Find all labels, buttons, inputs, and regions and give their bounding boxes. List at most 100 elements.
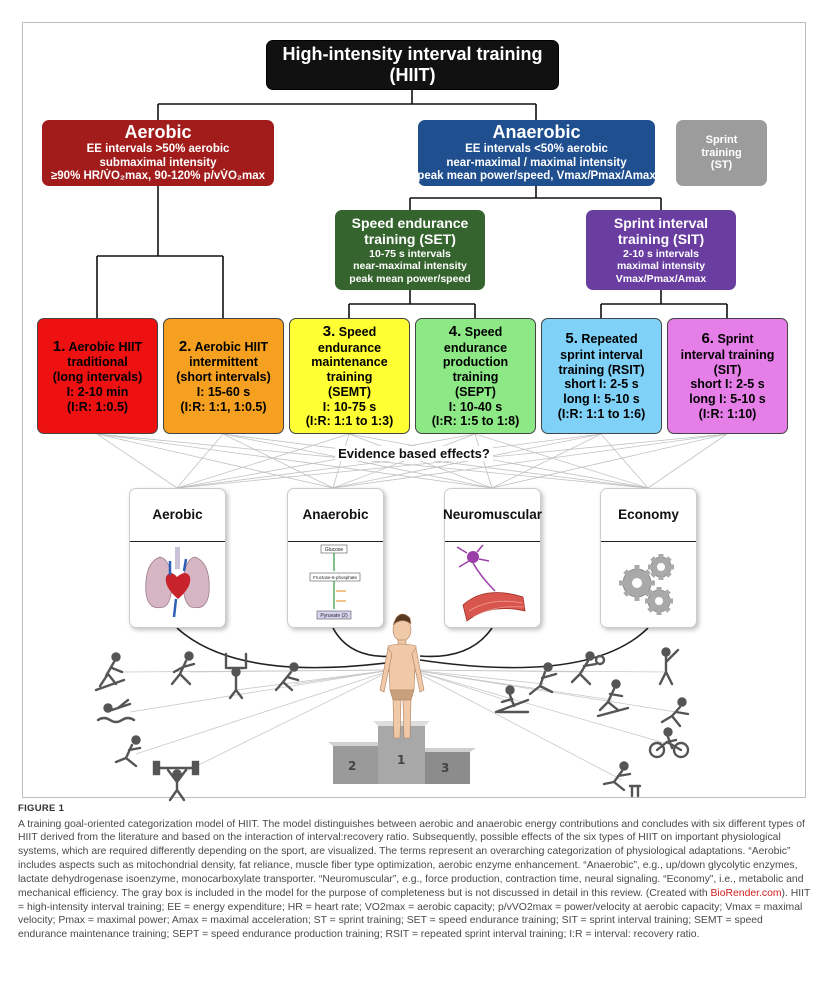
set-line2: training (SET) xyxy=(364,231,456,248)
type-line: endurance xyxy=(443,340,508,355)
podium: 2 1 3 xyxy=(328,721,476,784)
glycolysis-icon: Glucose Fructose-6-phosphate Pyruvate (2… xyxy=(309,544,361,620)
sport-lines xyxy=(121,669,677,781)
podium-second-label: 2 xyxy=(348,759,356,773)
type-line: training (RSIT) xyxy=(558,362,645,377)
type-number: 5. xyxy=(565,330,578,348)
sport-link-line xyxy=(411,669,669,745)
skater-icon xyxy=(274,662,300,692)
heart-lungs-icon xyxy=(145,547,210,618)
sprint-training-box: Sprint training (ST) xyxy=(676,120,767,186)
evidence-link-line xyxy=(176,433,602,489)
evidence-label: Evidence based effects? xyxy=(335,446,493,461)
type-line: (I:R: 1:5 to 1:8) xyxy=(431,414,520,429)
anaerobic-category-box: Anaerobic EE intervals <50% aerobic near… xyxy=(417,120,656,186)
aerobic-category-box: Aerobic EE intervals >50% aerobic submax… xyxy=(42,120,274,186)
evidence-link-line xyxy=(176,433,728,489)
type-number: 1. xyxy=(52,337,66,355)
evidence-link-line xyxy=(222,433,493,489)
type-line: short I: 2-5 s xyxy=(564,377,639,392)
aerobic-line3: ≥90% HR/V̇O₂max, 90-120% p/vV̇O₂max xyxy=(50,170,266,183)
effect-label: Aerobic xyxy=(130,489,225,542)
sit-line4: maximal intensity xyxy=(616,260,706,273)
type-line: Repeated xyxy=(581,332,638,347)
aerobic-line1: EE intervals >50% aerobic xyxy=(86,143,230,156)
effect-label-line1: Anaerobic xyxy=(302,507,369,523)
pyruvate-label: Pyruvate (2) xyxy=(320,613,348,619)
human-figure-icon xyxy=(379,613,425,739)
evidence-mesh xyxy=(96,433,728,489)
arc-economy xyxy=(419,627,649,669)
tennis-icon xyxy=(570,651,606,686)
cross-country-skier-icon xyxy=(596,679,630,718)
evidence-link-line xyxy=(96,433,178,489)
sit-line1: Sprint interval xyxy=(613,214,709,231)
caption-text-part2: ). HIIT = high-intensity interval traini… xyxy=(18,887,811,941)
arc-neuromuscular xyxy=(419,627,493,658)
runner-icon xyxy=(170,651,196,686)
rower-icon xyxy=(494,685,530,714)
type-line: intermittent xyxy=(189,355,258,370)
evidence-label-row: Evidence based effects? xyxy=(0,446,828,461)
effect-label-line1: Aerobic xyxy=(152,507,203,523)
sprint-training-line3: (ST) xyxy=(710,159,733,172)
f6p-label: Fructose-6-phosphate xyxy=(313,575,358,580)
effect-label-line2: muscular xyxy=(482,507,543,523)
evidence-link-line xyxy=(96,433,493,489)
evidence-link-line xyxy=(96,433,649,489)
cyclist-icon xyxy=(648,727,690,759)
gymnast-rings-icon xyxy=(224,652,248,700)
lunge-athlete-icon xyxy=(114,735,142,768)
type-line: (SEPT) xyxy=(455,384,496,399)
type-line: sprint interval xyxy=(560,347,643,362)
set-line4: near-maximal intensity xyxy=(353,260,467,273)
hiit-title-box: High-intensity interval training (HIIT) xyxy=(266,40,559,90)
anaerobic-line2: near-maximal / maximal intensity xyxy=(446,156,627,169)
type-line: (SEMT) xyxy=(327,384,372,399)
sport-link-line xyxy=(411,669,623,781)
arc-aerobic xyxy=(176,627,409,669)
type-line: (I:R: 1:1 to 1:6) xyxy=(557,406,646,421)
evidence-link-line xyxy=(332,433,476,489)
type-line: short I: 2-5 s xyxy=(690,377,765,392)
aerobic-line2: submaximal intensity xyxy=(99,156,217,169)
sit-line2: training (SIT) xyxy=(617,231,705,248)
sport-link-line xyxy=(135,669,393,755)
evidence-link-line xyxy=(348,433,493,489)
type-line: training xyxy=(452,370,499,385)
type-line: training xyxy=(326,370,373,385)
set-line3: 10-75 s intervals xyxy=(369,247,451,260)
evidence-link-line xyxy=(474,433,649,489)
evidence-link-line xyxy=(176,433,224,489)
podium-third-label: 3 xyxy=(441,761,449,775)
evidence-link-line xyxy=(491,433,602,489)
type-line: interval training xyxy=(680,347,775,362)
evidence-link-line xyxy=(176,433,476,489)
hurdler-icon xyxy=(602,761,642,798)
evidence-link-line xyxy=(222,433,649,489)
type-line: I: 15-60 s xyxy=(196,384,251,399)
type-line: (I:R: 1:0.5) xyxy=(66,399,129,414)
sprint-training-line1: Sprint xyxy=(705,133,738,146)
type-line: Aerobic HIIT xyxy=(194,339,269,354)
hiit-type-3-box: 3. Speed endurance maintenance training … xyxy=(289,318,410,434)
type-number: 2. xyxy=(178,337,192,355)
sport-link-line xyxy=(411,669,519,705)
hiit-type-2-box: 2. Aerobic HIIT intermittent (short inte… xyxy=(163,318,284,434)
type-line: (I:R: 1:1 to 1:3) xyxy=(305,414,394,429)
type-number: 4. xyxy=(448,322,462,340)
type-line: Sprint xyxy=(717,332,754,347)
podium-first-label: 1 xyxy=(397,753,405,767)
evidence-link-line xyxy=(332,433,350,489)
biorender-link[interactable]: BioRender.com xyxy=(710,887,782,899)
effect-label-line1: Neuro xyxy=(442,507,482,523)
evidence-link-line xyxy=(332,433,728,489)
sprinter-icon xyxy=(660,697,690,728)
evidence-link-line xyxy=(474,433,493,489)
evidence-link-line xyxy=(222,433,334,489)
anaerobic-line3: peak mean power/speed, Vmax/Pmax/Amax xyxy=(417,170,656,183)
sport-link-line xyxy=(411,669,667,673)
